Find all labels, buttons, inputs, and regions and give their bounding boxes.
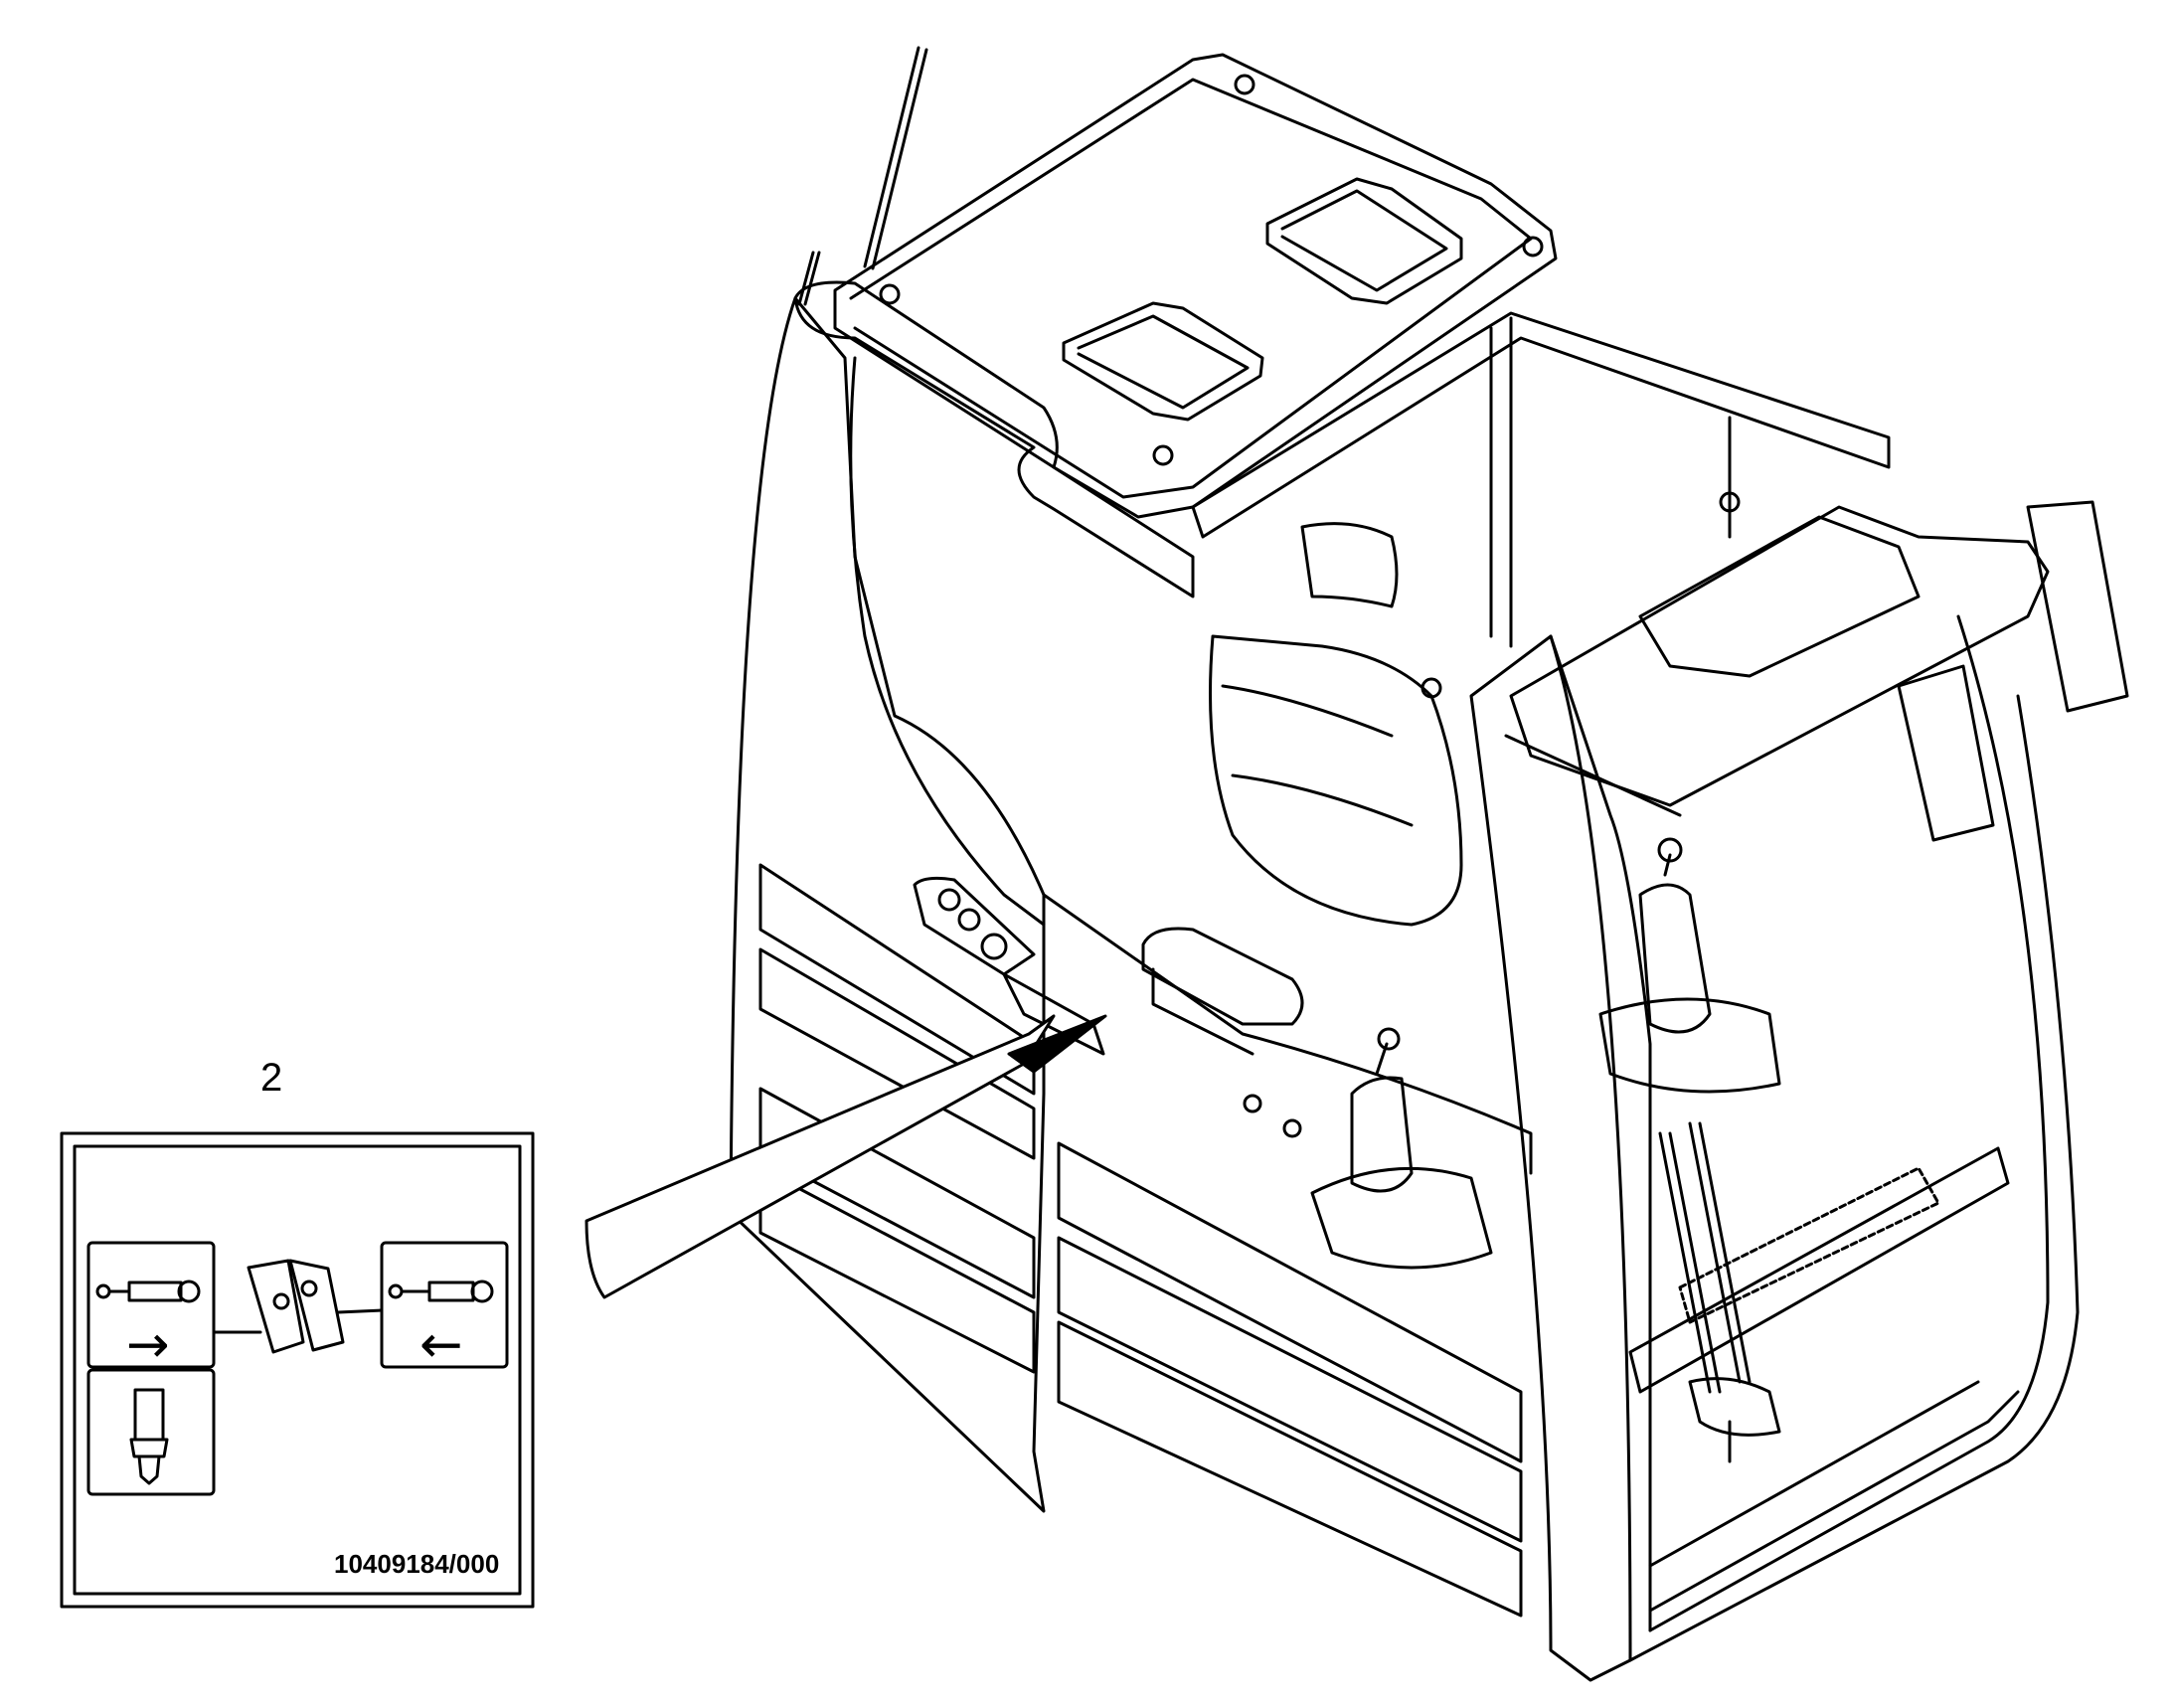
breaker-tool-icon [86, 1368, 216, 1496]
decal-label [60, 1131, 535, 1609]
extend-arrow: → [126, 1315, 170, 1375]
callout-number: 2 [260, 1056, 283, 1100]
left-console [913, 876, 1105, 1056]
cab-roof [793, 53, 1741, 699]
cylinder-retract-icon [380, 1241, 509, 1369]
antenna-left [797, 46, 928, 306]
cab-front-frame [1469, 614, 2080, 1682]
cylinder-extend-icon [86, 1241, 216, 1369]
travel-levers [1658, 1121, 1781, 1463]
decal-part-number: 10409184/000 [334, 1549, 500, 1579]
cab-rear-frame [1191, 311, 1891, 817]
operator-seat [1141, 522, 1463, 1138]
joystick-left [1310, 1027, 1493, 1270]
rear-visor [1509, 505, 2050, 807]
pedal-icon [212, 1259, 384, 1354]
retract-arrow: ← [419, 1315, 463, 1375]
side-mirror-right [1897, 500, 2129, 842]
callout-arrow [585, 1014, 1107, 1299]
joystick-right [1598, 837, 1781, 1094]
